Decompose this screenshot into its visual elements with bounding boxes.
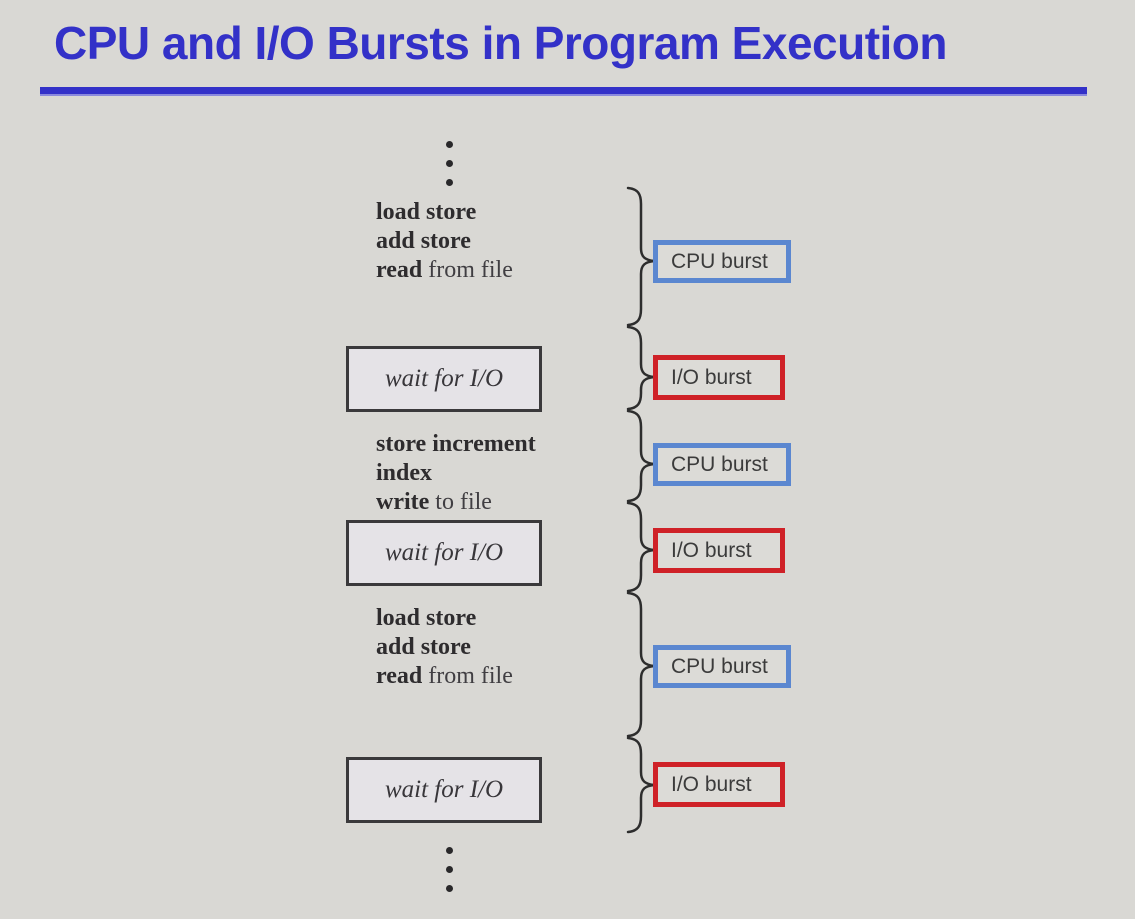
io-burst-label-3: I/O burst bbox=[653, 762, 785, 807]
code-strong: store increment bbox=[376, 431, 536, 457]
dot bbox=[445, 847, 453, 854]
title-underline bbox=[40, 87, 1087, 96]
dot bbox=[445, 160, 453, 167]
io-burst-label-1: I/O burst bbox=[653, 355, 785, 400]
wait-for-io-box-1: wait for I/O bbox=[346, 346, 542, 412]
code-line: load store bbox=[376, 604, 513, 633]
page-title: CPU and I/O Bursts in Program Execution bbox=[54, 17, 948, 69]
code-line: store increment bbox=[376, 430, 536, 459]
wait-for-io-box-2: wait for I/O bbox=[346, 520, 542, 586]
wait-for-io-box-3: wait for I/O bbox=[346, 757, 542, 823]
brace-io-burst-3 bbox=[626, 736, 655, 834]
code-line: load store bbox=[376, 198, 513, 227]
code-strong: write bbox=[376, 489, 430, 515]
ellipsis-top-icon bbox=[445, 141, 453, 198]
code-normal: to file bbox=[429, 489, 492, 515]
code-normal: from file bbox=[422, 257, 513, 283]
ellipsis-bottom-icon bbox=[445, 847, 453, 904]
code-line: read from file bbox=[376, 662, 513, 691]
code-normal: from file bbox=[422, 663, 513, 689]
code-strong: add store bbox=[376, 228, 471, 254]
code-line: add store bbox=[376, 633, 513, 662]
brace-io-burst-1 bbox=[626, 325, 655, 411]
brace-io-burst-2 bbox=[626, 501, 655, 593]
code-strong: read bbox=[376, 257, 423, 283]
cpu-burst-label-2: CPU burst bbox=[653, 443, 791, 486]
code-line: write to file bbox=[376, 488, 536, 517]
code-strong: load store bbox=[376, 605, 477, 631]
code-block-1: load store add store read from file bbox=[376, 198, 513, 285]
dot bbox=[445, 141, 453, 148]
code-strong: index bbox=[376, 460, 433, 486]
cpu-burst-label-1: CPU burst bbox=[653, 240, 791, 283]
dot bbox=[445, 866, 453, 873]
code-line: add store bbox=[376, 227, 513, 256]
code-block-2: store increment index write to file bbox=[376, 430, 536, 517]
brace-cpu-burst-1 bbox=[626, 186, 655, 327]
code-block-3: load store add store read from file bbox=[376, 604, 513, 691]
code-line: index bbox=[376, 459, 536, 488]
code-strong: add store bbox=[376, 634, 471, 660]
code-strong: load store bbox=[376, 199, 477, 225]
dot bbox=[445, 179, 453, 186]
dot bbox=[445, 885, 453, 892]
cpu-burst-label-3: CPU burst bbox=[653, 645, 791, 688]
code-line: read from file bbox=[376, 256, 513, 285]
code-strong: read bbox=[376, 663, 423, 689]
io-burst-label-2: I/O burst bbox=[653, 528, 785, 573]
brace-cpu-burst-2 bbox=[626, 409, 655, 503]
brace-cpu-burst-3 bbox=[626, 591, 655, 738]
